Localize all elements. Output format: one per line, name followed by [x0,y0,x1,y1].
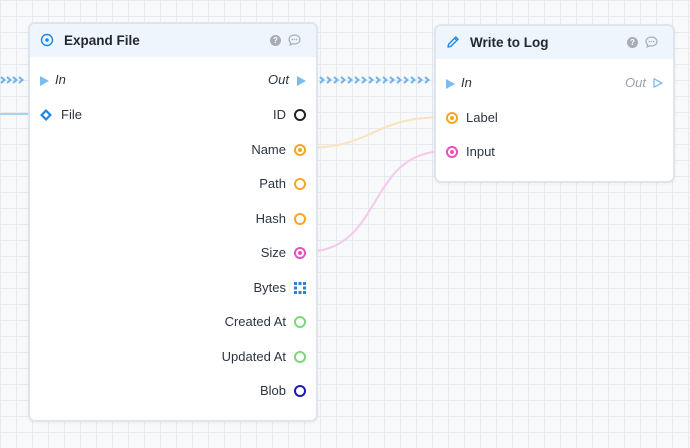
pencil-icon [447,36,459,48]
id-pin-icon[interactable] [294,108,306,121]
exec-in-label: In [55,72,66,87]
label-pin-icon[interactable] [446,111,458,124]
node-title: Expand File [64,33,140,48]
output-label: Blob [259,383,286,398]
output-label: Created At [224,314,286,329]
output-label: Name [251,142,286,157]
exec-wire-incoming[interactable] [0,76,24,84]
node-header[interactable]: Expand File ? [30,24,316,57]
output-pin-path[interactable]: Path [259,174,306,194]
comment-icon[interactable] [645,36,658,48]
exec-in-pin[interactable]: In [40,70,66,90]
output-pin-size[interactable]: Size [261,243,306,263]
output-label: Hash [255,211,286,226]
exec-out-label: Out [268,72,289,87]
node-write-to-log[interactable]: Write to Log ? In Out Label Input [434,24,675,183]
size-pin-icon[interactable] [294,246,306,259]
exec-in-icon[interactable] [40,75,49,86]
path-pin-icon[interactable] [294,177,306,190]
input-pin-label[interactable]: Label [446,108,498,128]
node-expand-file[interactable]: Expand File ? In Out File ID Name Path H… [28,22,318,422]
name-to-label-wire[interactable] [304,116,447,149]
input-label: File [61,107,82,122]
hash-pin-icon[interactable] [294,212,306,225]
node-title: Write to Log [470,35,549,50]
created-at-pin-icon[interactable] [294,315,306,328]
file-diamond-icon[interactable] [40,108,52,121]
size-to-input-wire[interactable] [304,150,447,253]
output-pin-updated-at[interactable]: Updated At [222,347,306,367]
output-label: Path [259,176,286,191]
input-pin-file[interactable]: File [40,105,82,125]
output-label: Bytes [253,280,286,295]
output-pin-bytes[interactable]: Bytes [253,278,306,298]
output-label: ID [273,107,286,122]
exec-out-pin[interactable]: Out [625,73,663,93]
comment-icon[interactable] [288,34,301,46]
exec-out-icon[interactable] [297,75,306,86]
exec-out-pin[interactable]: Out [268,70,306,90]
exec-in-icon[interactable] [446,78,455,89]
help-icon[interactable]: ? [627,37,638,48]
output-pin-created-at[interactable]: Created At [225,312,306,332]
exec-in-label: In [461,75,472,90]
output-pin-name[interactable]: Name [251,140,306,160]
exec-out-label: Out [625,75,646,90]
exec-out-outline-icon[interactable] [653,78,663,88]
exec-wire-link[interactable] [319,76,430,84]
output-pin-hash[interactable]: Hash [256,209,306,229]
input-pin-icon[interactable] [446,145,458,158]
target-icon [40,33,54,47]
blob-pin-icon[interactable] [294,384,306,397]
node-header[interactable]: Write to Log ? [436,26,673,59]
input-pin-input[interactable]: Input [446,142,495,162]
input-label: Input [466,144,495,159]
help-icon[interactable]: ? [270,35,281,46]
exec-in-pin[interactable]: In [446,73,472,93]
output-label: Size [260,245,286,260]
input-label: Label [466,110,498,125]
output-label: Updated At [221,349,286,364]
output-pin-blob[interactable]: Blob [260,381,306,401]
name-pin-icon[interactable] [294,143,306,156]
updated-at-pin-icon[interactable] [294,350,306,363]
output-pin-id[interactable]: ID [273,105,306,125]
bytes-grid-icon[interactable] [294,281,306,294]
